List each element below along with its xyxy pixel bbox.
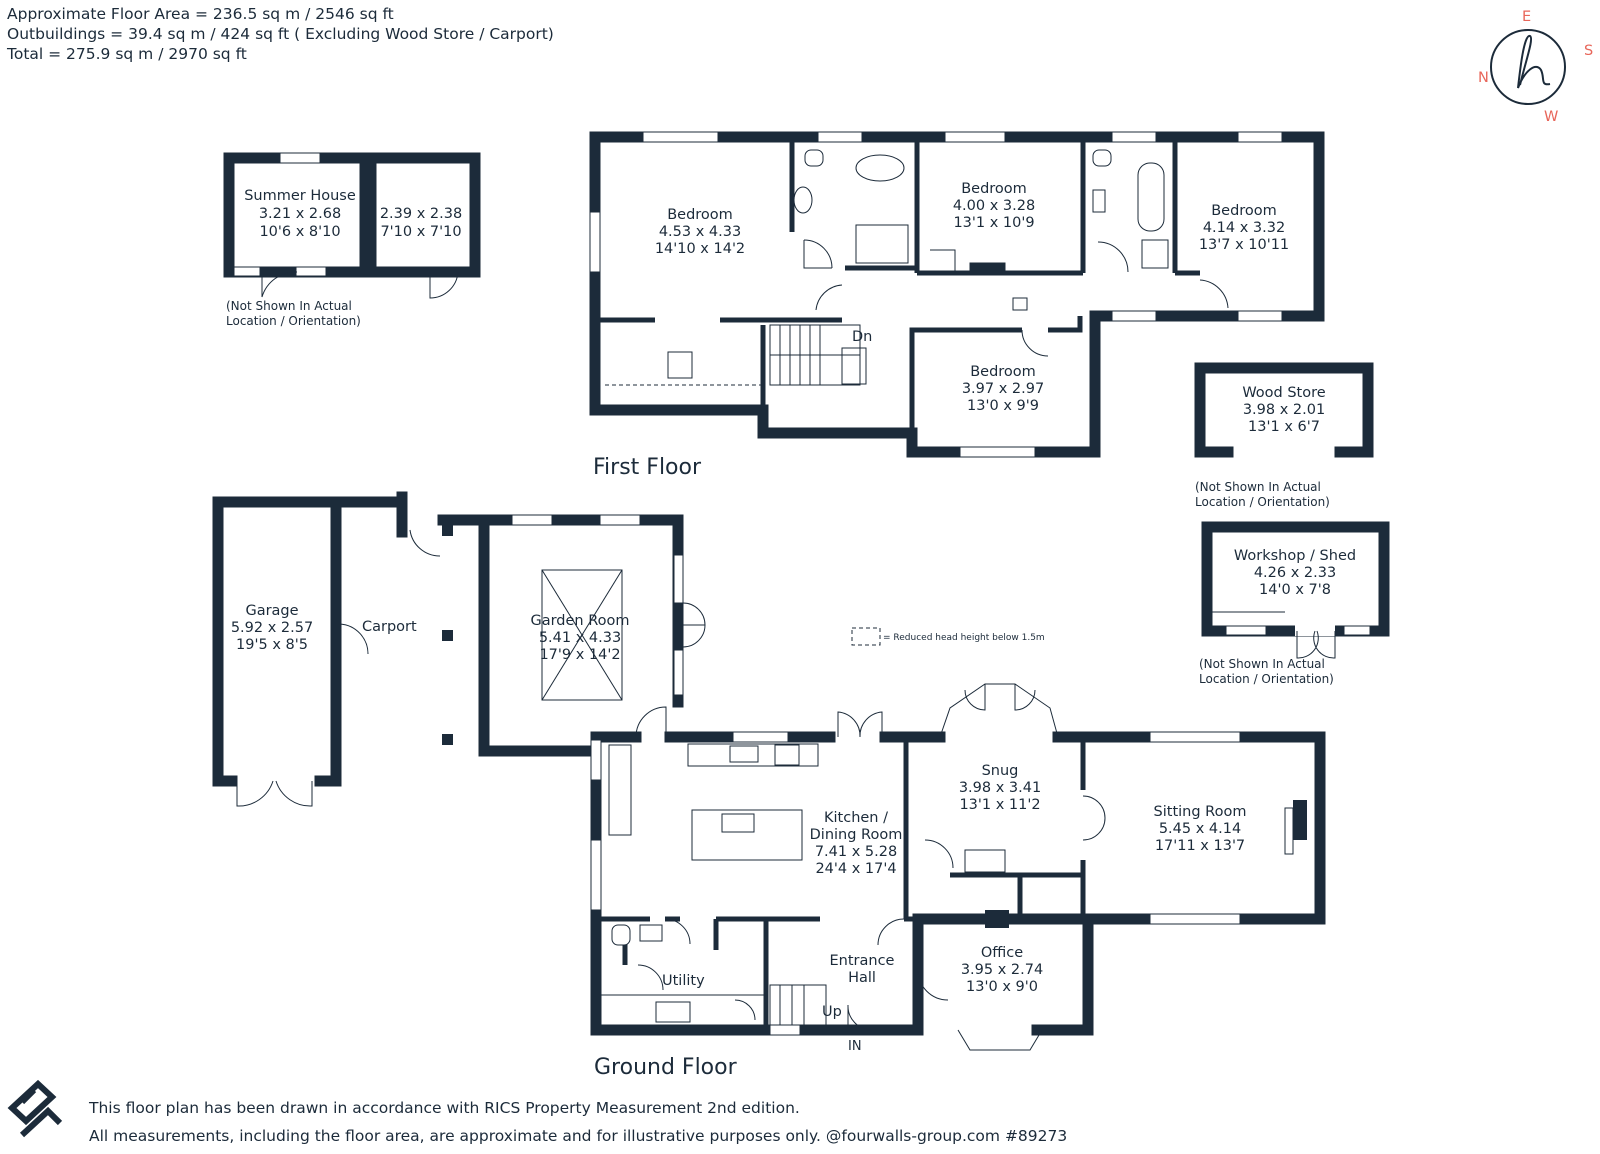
- garage-carport: Garage 5.92 x 2.57 19'5 x 8'5 Carport: [212, 491, 453, 807]
- bedroom-2-name: Bedroom: [961, 181, 1027, 197]
- snug-metric: 3.98 x 3.41: [959, 780, 1041, 796]
- ground-floor-plan: Garden Room 5.41 x 4.33 17'9 x 14'2 Kitc…: [437, 514, 1326, 1080]
- compass-e: E: [1522, 9, 1531, 25]
- outbuildings-area-line: Outbuildings = 39.4 sq m / 424 sq ft ( E…: [7, 25, 554, 43]
- garden-room-metric: 5.41 x 4.33: [539, 630, 621, 646]
- garage-imperial: 19'5 x 8'5: [236, 637, 308, 653]
- entrance-hall-name-1: Entrance: [830, 953, 895, 969]
- stairs-up-label: Up: [822, 1004, 842, 1020]
- office-name: Office: [981, 945, 1023, 961]
- workshop-imperial: 14'0 x 7'8: [1259, 582, 1331, 598]
- compass-s: S: [1584, 43, 1593, 59]
- office-imperial: 13'0 x 9'0: [966, 979, 1038, 995]
- legend-text: = Reduced head height below 1.5m: [883, 633, 1045, 643]
- garden-room-imperial: 17'9 x 14'2: [539, 647, 620, 663]
- ground-floor-title: Ground Floor: [594, 1055, 738, 1080]
- office-metric: 3.95 x 2.74: [961, 962, 1043, 978]
- compass-ring: [1490, 29, 1566, 105]
- bedroom-3-imperial: 13'7 x 10'11: [1199, 237, 1289, 253]
- workshop-note-1: (Not Shown In Actual: [1199, 657, 1325, 671]
- footer-line-2: All measurements, including the floor ar…: [89, 1127, 1068, 1145]
- wood-note-1: (Not Shown In Actual: [1195, 480, 1321, 494]
- stairs-down-label: Dn: [852, 329, 872, 345]
- total-area-line: Total = 275.9 sq m / 2970 sq ft: [7, 45, 247, 63]
- carport-label: Carport: [362, 619, 417, 635]
- bedroom-3-name: Bedroom: [1211, 203, 1277, 219]
- compass-w: W: [1544, 109, 1558, 125]
- bedroom-4-metric: 3.97 x 2.97: [962, 381, 1044, 397]
- wood-store-metric: 3.98 x 2.01: [1243, 402, 1325, 418]
- kitchen-metric: 7.41 x 5.28: [815, 844, 897, 860]
- sitting-room-imperial: 17'11 x 13'7: [1155, 838, 1245, 854]
- sitting-room-name: Sitting Room: [1154, 804, 1247, 820]
- wood-note-2: Location / Orientation): [1195, 495, 1330, 509]
- summer-house-metric: 3.21 x 2.68: [259, 206, 341, 222]
- bedroom-3-metric: 4.14 x 3.32: [1203, 220, 1285, 236]
- compass-n: N: [1478, 70, 1489, 86]
- first-floor-stairs: [769, 324, 861, 386]
- sitting-room-metric: 5.45 x 4.14: [1159, 821, 1241, 837]
- workshop-note-2: Location / Orientation): [1199, 672, 1334, 686]
- first-floor-title: First Floor: [593, 455, 702, 480]
- entrance-hall-name-2: Hall: [848, 970, 876, 986]
- summer-note-1: (Not Shown In Actual: [226, 299, 352, 313]
- floor-area-line: Approximate Floor Area = 236.5 sq m / 25…: [7, 5, 394, 23]
- head-height-legend: = Reduced head height below 1.5m: [851, 627, 1045, 646]
- garden-room-name: Garden Room: [530, 613, 629, 629]
- workshop-building: Workshop / Shed 4.26 x 2.33 14'0 x 7'8 (…: [1199, 521, 1390, 686]
- bedroom-1-imperial: 14'10 x 14'2: [655, 241, 745, 257]
- kitchen-imperial: 24'4 x 17'4: [815, 861, 896, 877]
- bedroom-2-metric: 4.00 x 3.28: [953, 198, 1035, 214]
- garage-metric: 5.92 x 2.57: [231, 620, 313, 636]
- bedroom-1-name: Bedroom: [667, 207, 733, 223]
- kitchen-name-2: Dining Room: [810, 827, 903, 843]
- bedroom-1-metric: 4.53 x 4.33: [659, 224, 741, 240]
- wood-store-imperial: 13'1 x 6'7: [1248, 419, 1320, 435]
- wood-store-building: Wood Store 3.98 x 2.01 13'1 x 6'7 (Not S…: [1194, 362, 1374, 509]
- entrance-in-label: IN: [848, 1039, 862, 1054]
- snug-name: Snug: [982, 763, 1019, 779]
- logo-h-icon: [1517, 34, 1551, 89]
- compass: E S N W: [1478, 9, 1593, 125]
- snug-imperial: 13'1 x 11'2: [959, 797, 1040, 813]
- garage-name: Garage: [245, 603, 298, 619]
- fourwalls-logo-icon: [7, 1079, 63, 1138]
- bedroom-2-imperial: 13'1 x 10'9: [953, 215, 1034, 231]
- summer-note-2: Location / Orientation): [226, 314, 361, 328]
- ground-floor-stairs: [769, 984, 827, 1026]
- bedroom-4-name: Bedroom: [970, 364, 1036, 380]
- workshop-metric: 4.26 x 2.33: [1254, 565, 1336, 581]
- store-imperial: 7'10 x 7'10: [380, 224, 461, 240]
- summer-house-name: Summer House: [244, 188, 356, 204]
- first-floor-plan: Bedroom 4.53 x 4.33 14'10 x 14'2 Bedroom…: [589, 131, 1325, 480]
- store-metric: 2.39 x 2.38: [380, 206, 462, 222]
- bedroom-4-imperial: 13'0 x 9'9: [967, 398, 1039, 414]
- workshop-name: Workshop / Shed: [1234, 548, 1356, 564]
- kitchen-name-1: Kitchen /: [824, 810, 888, 826]
- footer-line-1: This floor plan has been drawn in accord…: [89, 1099, 800, 1117]
- summer-house-imperial: 10'6 x 8'10: [259, 224, 340, 240]
- summer-house-building: Summer House 3.21 x 2.68 10'6 x 8'10 2.3…: [223, 152, 481, 328]
- utility-label: Utility: [662, 973, 705, 989]
- wood-store-name: Wood Store: [1242, 385, 1325, 401]
